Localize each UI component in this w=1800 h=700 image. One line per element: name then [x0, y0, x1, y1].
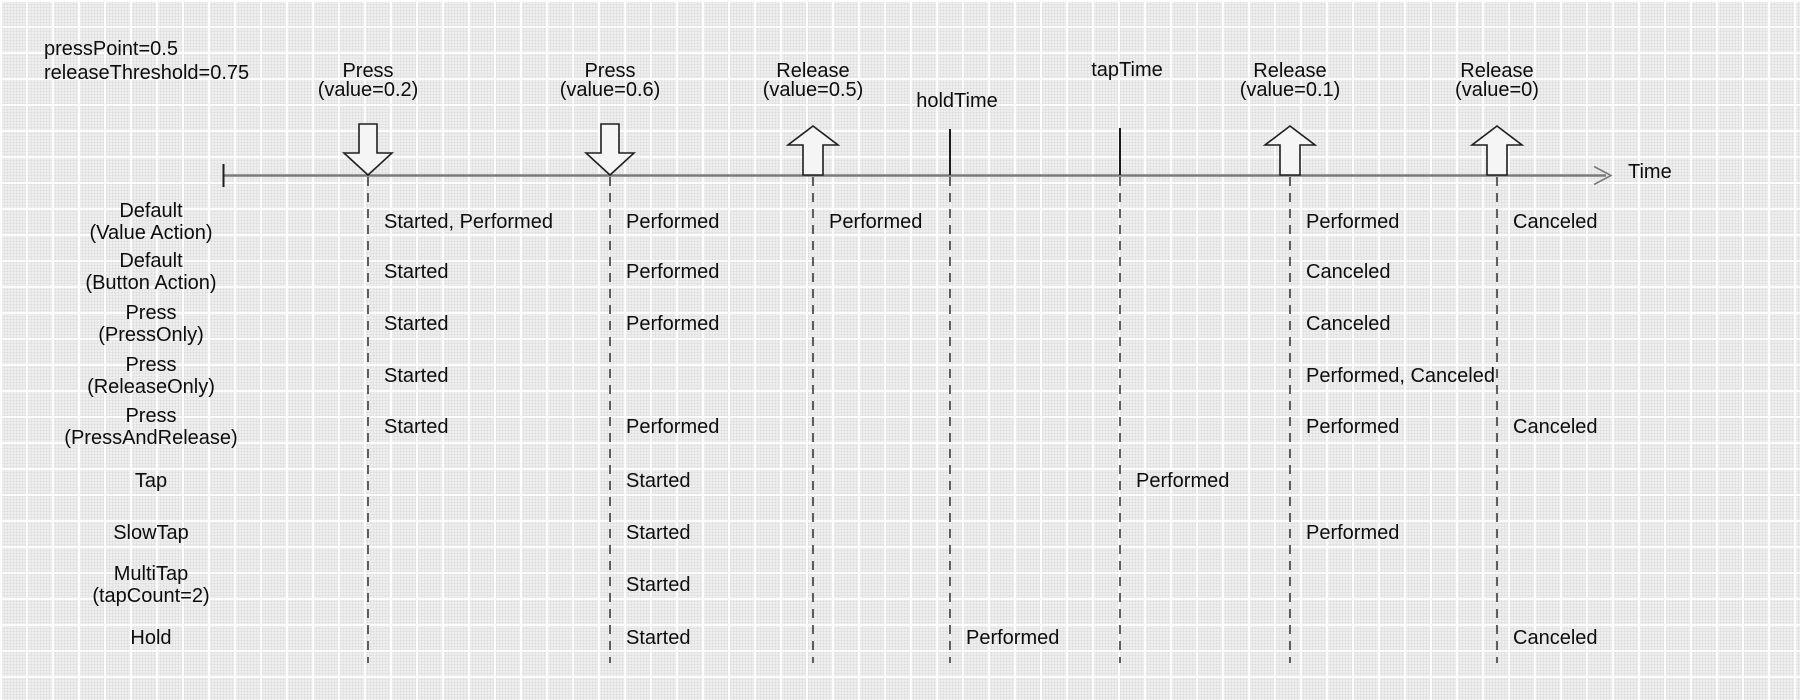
- state-cell: Performed: [626, 261, 720, 283]
- event-value: (value=0.2): [317, 79, 419, 101]
- state-cell: Started: [626, 522, 691, 544]
- state-cell: Performed: [626, 313, 720, 335]
- state-cell: Canceled: [1306, 261, 1391, 283]
- event-value: (value=0.1): [1239, 79, 1341, 101]
- row-label-tap: Tap: [134, 470, 168, 492]
- parameters-note: pressPoint=0.5 releaseThreshold=0.75: [44, 37, 249, 85]
- event-name: Release: [1460, 60, 1534, 82]
- state-cell: Performed: [829, 211, 923, 233]
- press-down-arrow-icon-1: [341, 123, 395, 177]
- release-up-arrow-icon-1: [785, 124, 841, 176]
- releasethreshold-text: releaseThreshold=0.75: [44, 62, 250, 84]
- state-cell: Performed: [966, 627, 1060, 649]
- press-down-arrow-icon-2: [583, 123, 637, 177]
- row-label-hold: Hold: [130, 627, 172, 649]
- state-cell: Performed: [1306, 522, 1400, 544]
- state-cell: Canceled: [1513, 416, 1598, 438]
- event-name: Press: [584, 60, 636, 82]
- state-cell: Canceled: [1306, 313, 1391, 335]
- event-name: Press: [342, 60, 394, 82]
- event-label-holdtime: holdTime: [916, 90, 998, 112]
- state-cell: Performed: [1136, 470, 1230, 492]
- event-name: Release: [1253, 60, 1327, 82]
- state-cell: Canceled: [1513, 627, 1598, 649]
- time-axis-label: Time: [1628, 161, 1672, 183]
- event-label-release-2: Release (value=0.1): [1239, 60, 1341, 101]
- state-cell: Performed, Canceled: [1306, 365, 1495, 387]
- event-label-release-1: Release (value=0.5): [762, 60, 864, 101]
- state-cell: Performed: [626, 211, 720, 233]
- event-value: (value=0.6): [559, 79, 661, 101]
- state-cell: Started: [626, 627, 691, 649]
- event-label-release-3: Release (value=0): [1455, 60, 1539, 101]
- state-cell: Started: [384, 313, 449, 335]
- row-label-multitap: MultiTap (tapCount=2): [92, 563, 210, 607]
- event-value: (value=0): [1455, 79, 1539, 101]
- event-label-press-2: Press (value=0.6): [559, 60, 661, 101]
- state-cell: Performed: [626, 416, 720, 438]
- row-label-slowtap: SlowTap: [113, 522, 189, 544]
- event-label-taptime: tapTime: [1091, 59, 1163, 81]
- state-cell: Started: [626, 470, 691, 492]
- state-cell: Canceled: [1513, 211, 1598, 233]
- state-cell: Started: [384, 261, 449, 283]
- event-name: Release: [776, 60, 850, 82]
- state-cell: Started: [626, 574, 691, 596]
- row-label-default-button-action: Default (Button Action): [85, 250, 217, 294]
- axis-arrowhead-icon: [1593, 165, 1613, 186]
- release-up-arrow-icon-3: [1469, 124, 1525, 176]
- state-cell: Performed: [1306, 416, 1400, 438]
- row-label-default-value-action: Default (Value Action): [89, 200, 213, 244]
- row-label-press-pressandrelease: Press (PressAndRelease): [64, 405, 238, 449]
- event-value: (value=0.5): [762, 79, 864, 101]
- event-name: tapTime: [1091, 59, 1163, 81]
- state-cell: Started: [384, 416, 449, 438]
- release-up-arrow-icon-2: [1262, 124, 1318, 176]
- state-cell: Started, Performed: [384, 211, 553, 233]
- row-label-press-pressonly: Press (PressOnly): [98, 302, 204, 346]
- event-name: holdTime: [916, 90, 998, 112]
- row-label-press-releaseonly: Press (ReleaseOnly): [87, 354, 215, 398]
- state-cell: Started: [384, 365, 449, 387]
- event-label-press-1: Press (value=0.2): [317, 60, 419, 101]
- presspoint-text: pressPoint=0.5: [44, 38, 178, 60]
- state-cell: Performed: [1306, 211, 1400, 233]
